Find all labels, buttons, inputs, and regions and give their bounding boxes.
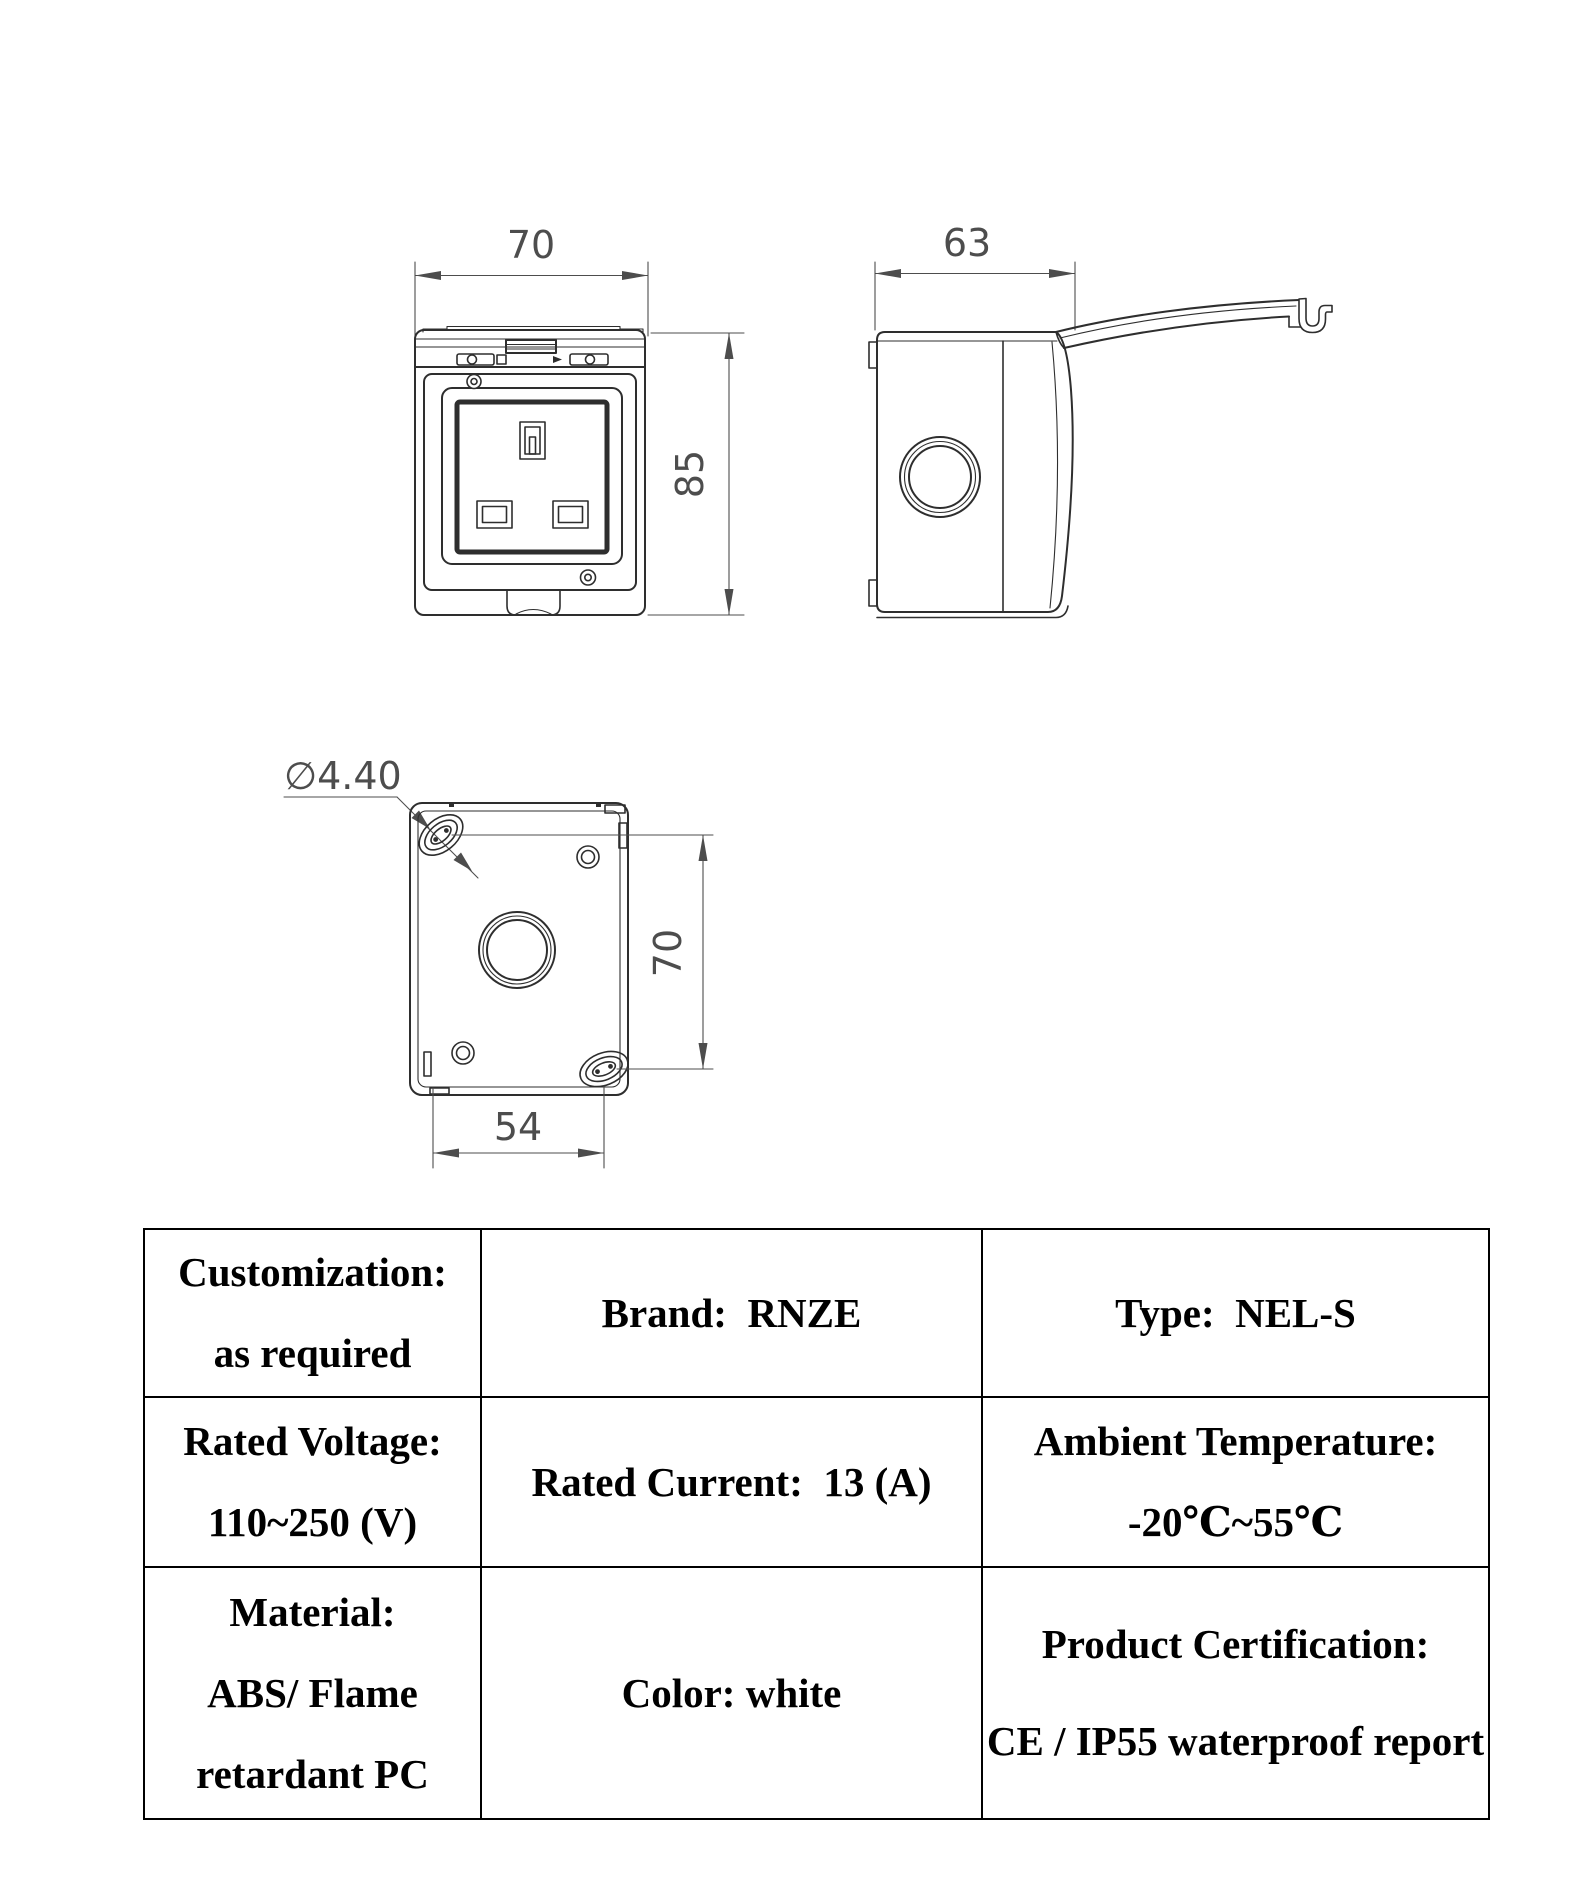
- front-face-plate: [423, 373, 637, 591]
- side-body-outline: [876, 331, 1074, 613]
- side-depth-dimension: 63: [874, 221, 1076, 331]
- brand-text: Brand: RNZE: [601, 1289, 862, 1336]
- live-pin-slot: [476, 500, 513, 529]
- material-value-line2: retardant PC: [196, 1750, 429, 1797]
- certification-value: CE / IP55 waterproof report: [986, 1718, 1485, 1764]
- neutral-pin-slot: [552, 500, 589, 529]
- mount-hole-bottom-right: [579, 1050, 629, 1088]
- rated-voltage-label: Rated Voltage:: [183, 1418, 442, 1464]
- back-horizontal-dim-text: 54: [494, 1105, 542, 1149]
- material-value-line1: ABS/ Flame: [207, 1669, 418, 1716]
- mount-hole-top-left: [418, 813, 464, 857]
- small-hole-bottom-left: [451, 1041, 475, 1065]
- color-text: Color: white: [621, 1669, 842, 1716]
- type-text: Type: NEL-S: [1115, 1289, 1356, 1336]
- back-view: ∅4.40: [283, 754, 714, 1169]
- rated-current-text: Rated Current: 13 (A): [531, 1458, 932, 1505]
- back-vertical-dimension: 70: [451, 834, 714, 1070]
- open-lid: [1055, 297, 1333, 349]
- side-view: 63: [868, 221, 1333, 619]
- ambient-temperature-label: Ambient Temperature:: [1033, 1418, 1438, 1464]
- ambient-temperature-value: -20℃~55℃: [1127, 1499, 1344, 1545]
- front-body-outline: [414, 329, 646, 616]
- lid-latches: [456, 353, 609, 366]
- type-cell: Type: NEL-S: [983, 1230, 1488, 1398]
- lid-hinge-bar: [505, 339, 557, 354]
- back-vertical-dim-text: 70: [646, 929, 690, 977]
- brand-cell: Brand: RNZE: [482, 1230, 983, 1398]
- socket-face: [454, 399, 610, 555]
- lid-hook: [1298, 297, 1333, 334]
- back-body-outline: [409, 802, 629, 1096]
- back-horizontal-dimension: 54: [432, 1085, 605, 1169]
- customization-label: Customization:: [178, 1249, 447, 1295]
- rated-current-cell: Rated Current: 13 (A): [482, 1398, 983, 1568]
- front-bottom-tab: [506, 589, 561, 616]
- customization-value: as required: [213, 1330, 412, 1376]
- back-edge-slots: [423, 802, 628, 1095]
- front-height-dimension: 85: [647, 332, 745, 616]
- ambient-temperature-cell: Ambient Temperature: -20℃~55℃: [983, 1398, 1488, 1568]
- front-width-dim-text: 70: [507, 223, 555, 267]
- certification-label: Product Certification:: [1041, 1621, 1430, 1667]
- front-width-dimension: 70: [414, 223, 649, 337]
- rated-voltage-value: 110~250 (V): [207, 1499, 418, 1545]
- hole-diameter-text: ∅4.40: [284, 754, 402, 798]
- spec-table: Customization: as required Brand: RNZE T…: [143, 1228, 1490, 1820]
- side-tab-bottom: [868, 579, 878, 607]
- customization-cell: Customization: as required: [145, 1230, 482, 1398]
- back-center-hole: [478, 911, 556, 989]
- rated-voltage-cell: Rated Voltage: 110~250 (V): [145, 1398, 482, 1568]
- certification-cell: Product Certification: CE / IP55 waterpr…: [983, 1568, 1488, 1818]
- socket-bezel: [441, 387, 623, 565]
- color-cell: Color: white: [482, 1568, 983, 1818]
- lid-top-lip: [422, 325, 644, 333]
- side-depth-dim-text: 63: [943, 221, 991, 265]
- front-view: 70 85: [414, 223, 745, 616]
- side-tab-top: [868, 341, 878, 369]
- front-screw-top: [466, 373, 482, 390]
- material-cell: Material: ABS/ Flame retardant PC: [145, 1568, 482, 1818]
- small-hole-top-right: [576, 845, 600, 869]
- hole-diameter-callout: ∅4.40: [283, 754, 479, 879]
- cable-entry-hole: [899, 436, 981, 518]
- back-inner-wall: [417, 810, 621, 1088]
- front-height-dim-text: 85: [668, 450, 712, 498]
- technical-drawing: 70 85: [283, 221, 1333, 1169]
- material-label: Material:: [229, 1588, 396, 1635]
- earth-pin-slot: [519, 421, 546, 460]
- front-screw-bottom: [579, 569, 597, 586]
